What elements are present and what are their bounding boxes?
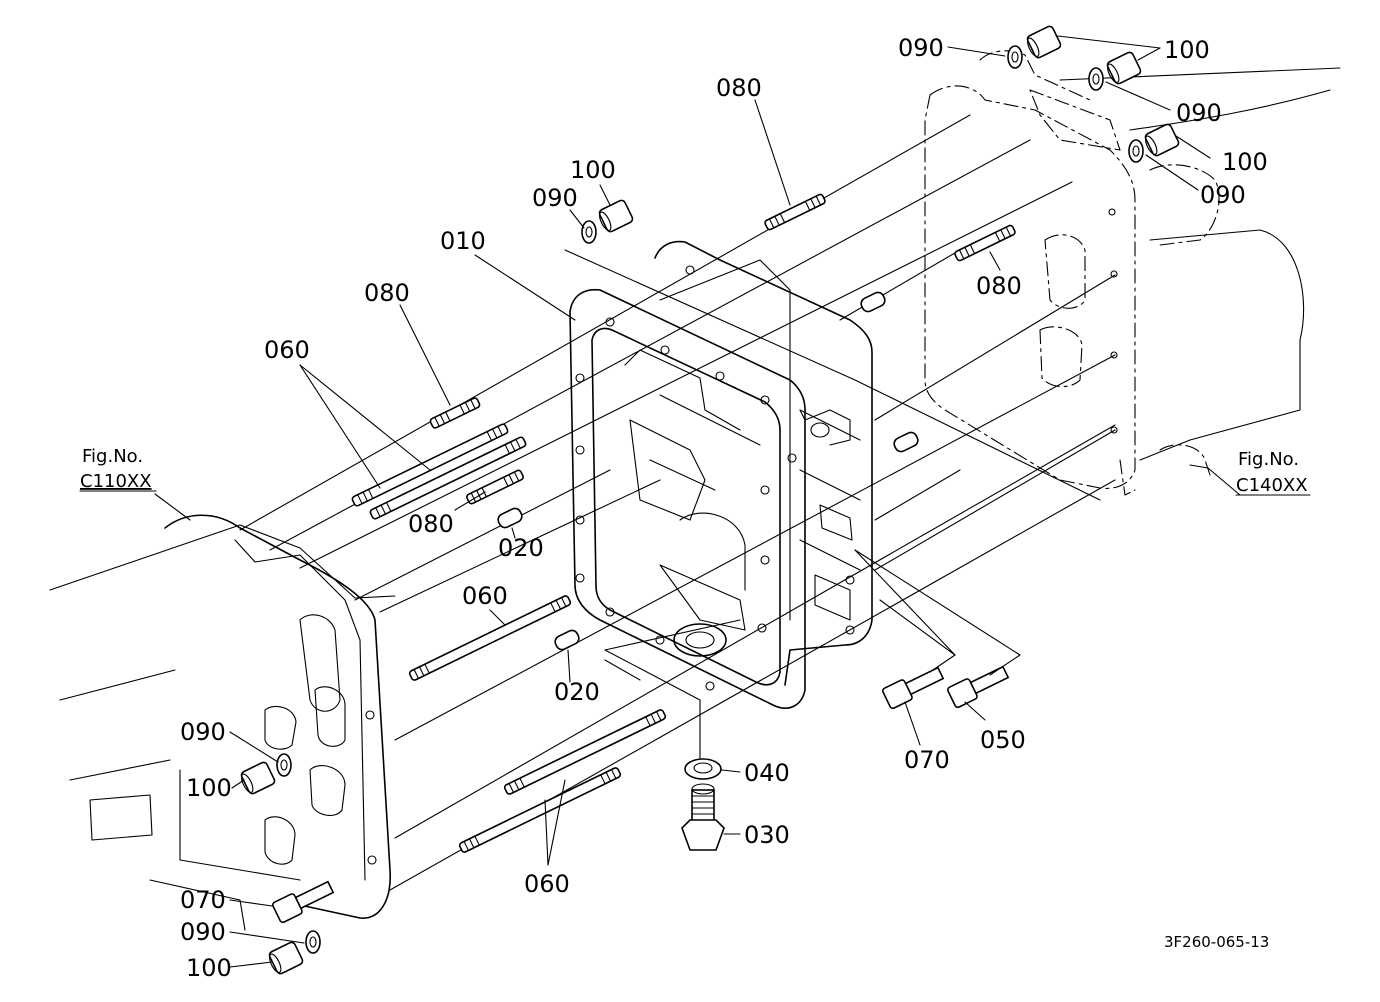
washer-090-top — [1007, 45, 1023, 69]
callout-c26: 100 — [186, 954, 232, 982]
stud-060-low-b — [458, 767, 622, 853]
pin-right-b — [893, 431, 919, 453]
callout-c20: 030 — [744, 821, 790, 849]
pin-020-lower — [554, 629, 580, 651]
callout-c19: 040 — [744, 759, 790, 787]
ref-right-title: Fig.No. — [1238, 449, 1299, 470]
callout-c13: 080 — [408, 510, 454, 538]
callout-c22: 090 — [180, 718, 226, 746]
callout-c14: 020 — [498, 534, 544, 562]
stud-080-upper-left — [429, 397, 481, 429]
callout-c06: 080 — [716, 74, 762, 102]
nut-100-top-b — [1106, 51, 1142, 85]
left-housing — [49, 514, 396, 931]
stud-060-a — [351, 423, 509, 507]
callout-c23: 100 — [186, 774, 232, 802]
callout-c16: 020 — [554, 678, 600, 706]
washer-040 — [684, 758, 722, 780]
drawing-code: 3F260-065-13 — [1164, 933, 1269, 951]
washer-090-centre — [581, 220, 597, 244]
stud-060-low-a — [503, 709, 667, 795]
callout-c07: 100 — [570, 156, 616, 184]
callout-c25: 090 — [180, 918, 226, 946]
washer-090-left-low — [305, 930, 321, 954]
callout-labels: 090 100 090 100 090 080 100 090 010 080 … — [180, 34, 1268, 982]
bolt-070-right — [882, 666, 945, 710]
stud-080-mid — [466, 469, 524, 505]
nut-100-top-a — [1026, 25, 1062, 59]
callout-c17: 070 — [904, 746, 950, 774]
callout-c02: 100 — [1164, 36, 1210, 64]
washer-090-left-mid — [276, 753, 292, 777]
callout-c05: 090 — [1200, 181, 1246, 209]
washer-090-top-b — [1088, 67, 1104, 91]
callout-c08: 090 — [532, 184, 578, 212]
stud-080-right — [954, 224, 1016, 262]
bolt-070-left — [272, 880, 335, 924]
parts — [240, 25, 1180, 975]
callout-c11: 080 — [364, 279, 410, 307]
bolt-050 — [947, 665, 1010, 709]
callout-c09: 010 — [440, 227, 486, 255]
stud-080-top — [764, 193, 826, 231]
figure-refs: Fig.No. C110XX Fig.No. C140XX 3F260-065-… — [79, 446, 1311, 951]
leader-lines — [154, 35, 1241, 968]
callout-c15: 060 — [462, 582, 508, 610]
nut-100-centre — [598, 199, 634, 233]
pin-020-upper — [497, 507, 523, 529]
washer-090-right — [1128, 139, 1144, 163]
callout-c10: 080 — [976, 272, 1022, 300]
nut-100-left-mid — [240, 761, 276, 795]
ref-left-title: Fig.No. — [82, 446, 143, 467]
callout-c03: 090 — [1176, 99, 1222, 127]
assembly-lines — [239, 114, 1116, 891]
centre-housing — [569, 240, 873, 709]
callout-c04: 100 — [1222, 148, 1268, 176]
ref-left-code: C110XX — [80, 471, 152, 492]
pin-right-a — [860, 291, 886, 313]
plug-030 — [681, 783, 725, 851]
stud-060-b — [369, 436, 527, 520]
stud-060-mid — [408, 595, 572, 681]
nut-100-left-low — [268, 941, 304, 975]
right-housing — [924, 50, 1341, 496]
callout-c01: 090 — [898, 34, 944, 62]
callout-c24: 070 — [180, 886, 226, 914]
callout-c21: 060 — [524, 870, 570, 898]
callout-c12: 060 — [264, 336, 310, 364]
callout-c18: 050 — [980, 726, 1026, 754]
ref-right-code: C140XX — [1236, 475, 1308, 496]
nut-100-right — [1144, 123, 1180, 157]
